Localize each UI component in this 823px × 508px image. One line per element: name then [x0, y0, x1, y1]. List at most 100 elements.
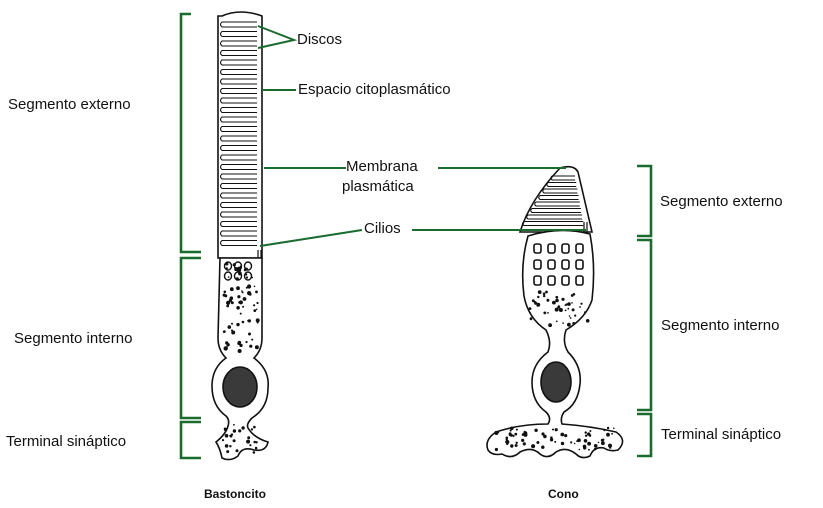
cone-terminal-dot — [494, 431, 498, 435]
rod-terminal-dot — [231, 433, 233, 435]
cone-organelle-dot — [532, 299, 535, 302]
cone-terminal-dot — [541, 432, 544, 435]
leader-discos — [258, 26, 294, 48]
cone-organelle-dot — [561, 298, 564, 301]
cone-organelle-dot — [529, 307, 532, 310]
rod-terminal-dot — [255, 441, 257, 443]
rod-label-segment-externo: Segmento externo — [8, 96, 131, 113]
cone-terminal-dot — [561, 442, 564, 445]
leader-cilios-rod — [260, 230, 362, 246]
cone-terminal-dot — [613, 428, 615, 430]
rod-terminal-dot — [233, 439, 236, 442]
rod-terminal-dot — [229, 445, 231, 447]
cone-organelle-dot — [546, 299, 549, 302]
cone-organelle-dot — [567, 308, 569, 310]
rod-organelle-dot — [247, 291, 251, 295]
cone-terminal-dot — [510, 444, 513, 447]
cone-organelle-dot — [543, 312, 546, 315]
rod-organelle-dot — [226, 305, 229, 308]
rod-terminal-dot — [246, 440, 250, 444]
rod-terminal-dot — [225, 444, 229, 448]
cone-terminal-dot — [524, 431, 526, 433]
cone-organelle-dot — [547, 312, 549, 314]
rod-organelle-dot — [242, 321, 245, 324]
rod-terminal-dot — [253, 451, 256, 454]
rod-terminal-dot — [241, 426, 244, 429]
rod-terminal-dot — [238, 429, 241, 432]
cone-bracket-inner — [637, 240, 651, 410]
cone-terminal-dot — [583, 446, 586, 449]
cone-organelle-dot — [543, 292, 546, 295]
rod-organelle-dot — [237, 295, 240, 298]
rod-bracket-terminal — [181, 422, 201, 458]
cone-terminal-dot — [506, 438, 508, 440]
rod-terminal-dot — [255, 447, 258, 450]
rod-terminal-dot — [226, 450, 229, 453]
rod-label-segment-interno: Segmento interno — [14, 330, 132, 347]
rod-organelle-dot — [242, 306, 244, 308]
rod-organelle-dot — [224, 291, 227, 294]
label-membrana-line1: Membrana — [346, 158, 418, 175]
cone-terminal-dot — [510, 430, 512, 432]
cone-terminal-dot — [512, 435, 514, 437]
rod-nucleus — [223, 367, 257, 407]
rod-organelle-dot — [230, 287, 234, 291]
cone-terminal-dot — [516, 429, 518, 431]
cone-organelle-dot — [530, 317, 533, 320]
rod-organelle-dot — [236, 323, 239, 326]
rod-bracket-outer — [181, 14, 201, 252]
cone-terminal-dot — [555, 428, 558, 431]
rod-organelle-dot — [230, 296, 234, 300]
rod-organelle-dot — [236, 306, 240, 310]
rod-terminal-dot — [253, 426, 256, 429]
rod-organelle-dot — [257, 322, 259, 324]
rod-organelle-dot — [228, 325, 232, 329]
cone-organelle-dot — [552, 301, 556, 305]
cone-terminal-dot — [607, 427, 609, 429]
cone-organelle-dot — [567, 323, 571, 327]
rod-terminal-dot — [229, 435, 231, 437]
cone-terminal-dot — [531, 444, 535, 448]
cone-terminal-dot — [594, 444, 598, 448]
cone-cell — [487, 167, 623, 458]
rod-organelle-dot — [245, 341, 247, 343]
cone-bracket-terminal — [637, 414, 651, 456]
rod-terminal-dot — [222, 439, 224, 441]
cone-terminal-dot — [606, 433, 610, 437]
cone-terminal-dot — [524, 433, 528, 437]
label-discos: Discos — [297, 31, 342, 48]
cone-organelle-dot — [584, 311, 586, 313]
rod-terminal-dot — [249, 444, 251, 446]
cone-organelle-dot — [572, 322, 575, 325]
cone-terminal-dot — [550, 438, 553, 441]
rod-organelle-dot — [249, 345, 252, 348]
cone-organelle-dot — [586, 319, 590, 323]
rod-organelle-dot — [254, 286, 256, 288]
cone-terminal-dot — [601, 441, 605, 445]
cone-terminal-dot — [560, 433, 564, 437]
cone-organelle-dot — [529, 312, 531, 314]
cone-organelle-dot — [562, 322, 564, 324]
cone-terminal-dot — [523, 442, 526, 445]
rod-organelle-dot — [231, 323, 233, 325]
label-membrana-line2: plasmática — [342, 178, 414, 195]
cone-label-segment-interno: Segmento interno — [661, 317, 779, 334]
cone-terminal-dot — [611, 433, 613, 435]
rod-terminal-dot — [224, 429, 226, 431]
cone-terminal-dot — [594, 448, 597, 451]
cone-bracket-outer — [637, 166, 651, 236]
cone-terminal-dot — [521, 439, 524, 442]
cone-terminal-dot — [516, 442, 518, 444]
cone-organelle-dot — [567, 302, 571, 306]
rod-terminal-dot — [225, 434, 229, 438]
cone-terminal-dot — [585, 435, 587, 437]
rod-organelle-dot — [228, 276, 230, 278]
rod-terminal-dot — [251, 428, 253, 430]
rod-organelle-dot — [255, 291, 258, 294]
rod-organelle-dot — [226, 343, 229, 346]
rod-bracket-inner — [181, 258, 201, 418]
cone-terminal-dot — [598, 442, 600, 444]
cone-terminal-dot — [587, 432, 590, 435]
rod-label-terminal-sinaptico: Terminal sináptico — [6, 433, 126, 450]
rod-organelle-dot — [255, 345, 259, 349]
